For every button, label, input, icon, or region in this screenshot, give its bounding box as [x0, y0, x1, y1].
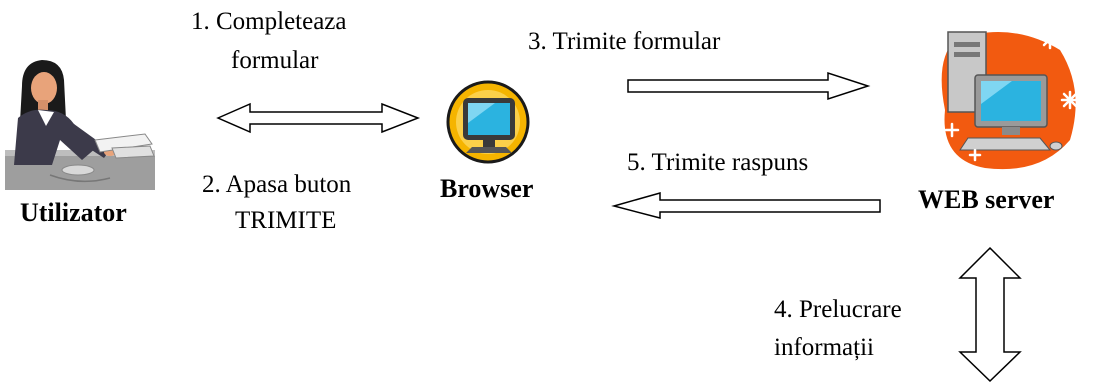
browser-label: Browser: [440, 174, 534, 203]
step2-label-line1: 2. Apasa buton: [202, 171, 352, 198]
step4-label-line1: 4. Prelucrare: [774, 296, 902, 323]
arrow-user-browser: [216, 102, 421, 134]
step4-label-line2: informații: [774, 334, 874, 361]
monitor-globe-icon: [446, 80, 530, 164]
step1-label-line2: formular: [231, 47, 319, 74]
arrow-server-browser: [611, 192, 881, 219]
step1-label-line1: 1. Completeaza: [191, 8, 347, 35]
arrow-server-processing: [958, 246, 1022, 383]
step2-label-line2: TRIMITE: [235, 207, 337, 234]
woman-at-computer-icon: [5, 60, 155, 190]
step3-label: 3. Trimite formular: [528, 28, 721, 55]
user-label: Utilizator: [20, 198, 127, 227]
step5-label: 5. Trimite raspuns: [627, 149, 809, 176]
arrow-browser-server: [627, 71, 871, 101]
server-label: WEB server: [918, 185, 1055, 214]
computer-sparkles-icon: [941, 28, 1080, 170]
